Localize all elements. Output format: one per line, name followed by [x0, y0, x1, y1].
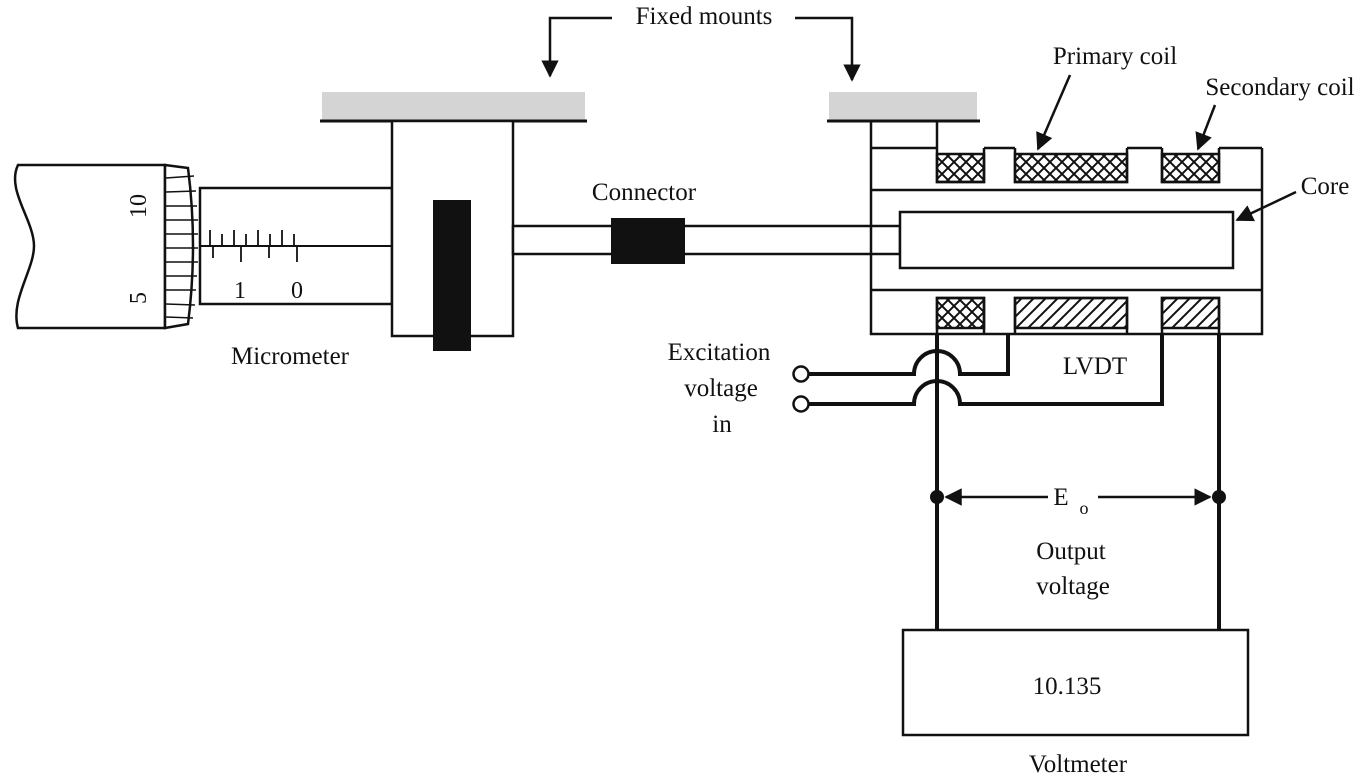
excitation-terminal-1 — [792, 365, 810, 383]
fixed-mount-left — [322, 92, 585, 120]
secondary-coil-upper-right — [1160, 152, 1221, 184]
primary-coil-arrow — [1036, 74, 1072, 151]
output-node-left — [930, 490, 944, 504]
secondary-coil-lower-right — [1160, 296, 1221, 330]
thimble-mark-lower: 5 — [126, 292, 152, 304]
voltmeter-label: Voltmeter — [1029, 751, 1128, 778]
sleeve-graduations — [209, 230, 298, 262]
spindle-clamp — [433, 200, 471, 351]
output-node-right — [1212, 490, 1226, 504]
excitation-label-line1: Excitation — [668, 339, 771, 366]
eo-subscript: o — [1080, 498, 1089, 518]
sleeve-mark-0: 0 — [291, 278, 303, 304]
connector-label: Connector — [592, 179, 697, 206]
lvdt-core — [898, 210, 1235, 270]
fixed-mounts-arrow-right — [795, 16, 861, 82]
fixed-mount-right — [829, 92, 977, 120]
voltmeter-box — [901, 628, 1250, 737]
fixed-mounts-arrow-left — [541, 16, 612, 78]
core-label: Core — [1301, 173, 1350, 200]
secondary-coil-label: Secondary coil — [1205, 74, 1354, 101]
connector — [611, 218, 685, 264]
primary-coil-label: Primary coil — [1053, 43, 1177, 70]
sleeve-mark-1: 1 — [234, 278, 246, 304]
output-voltage-label-line2: voltage — [1036, 573, 1110, 600]
voltmeter-reading: 10.135 — [1033, 673, 1102, 700]
primary-coil-upper — [1013, 152, 1129, 184]
fixed-mounts-label: Fixed mounts — [636, 3, 773, 30]
micrometer-label: Micrometer — [231, 343, 350, 370]
secondary-coil-upper-left — [935, 152, 986, 184]
secondary-coil-lower-left — [935, 296, 986, 330]
secondary-coil-arrow — [1195, 104, 1217, 151]
core-arrow — [1235, 190, 1297, 222]
thimble-graduations — [165, 175, 198, 319]
excitation-label-line2: voltage — [684, 375, 758, 402]
lvdt-label: LVDT — [1063, 353, 1127, 380]
primary-coil-lower — [1013, 296, 1129, 330]
rod — [511, 224, 902, 256]
excitation-terminal-2 — [792, 395, 810, 413]
eo-label: E — [1053, 484, 1068, 511]
excitation-label-line3: in — [712, 411, 732, 438]
wiring — [808, 334, 1221, 630]
output-voltage-label-line1: Output — [1036, 538, 1106, 565]
micrometer-handle — [13, 163, 167, 330]
thimble-mark-upper: 10 — [126, 194, 152, 218]
